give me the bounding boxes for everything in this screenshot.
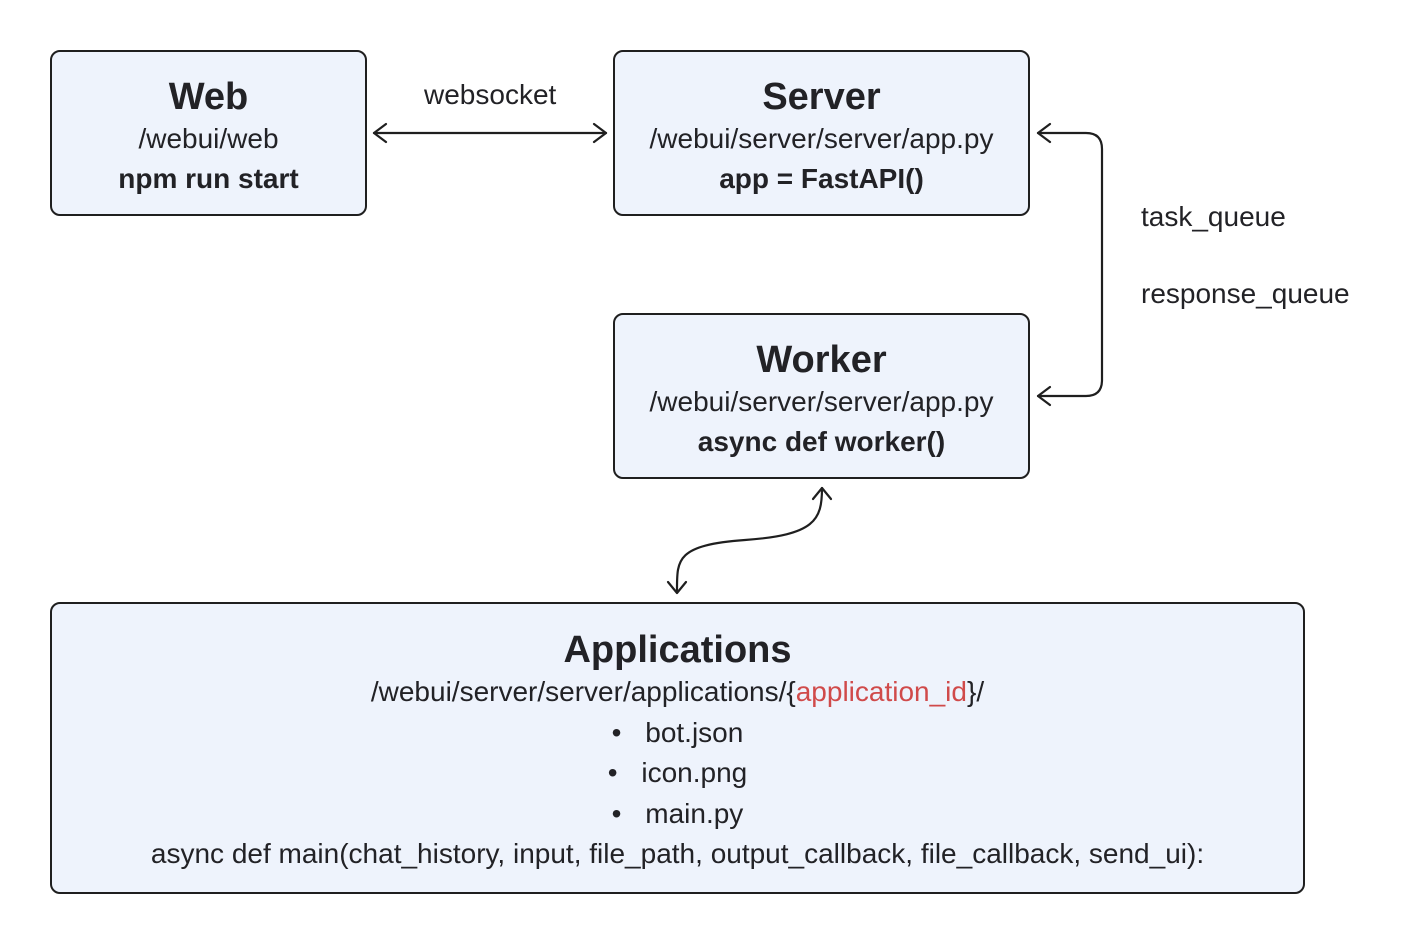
bullet-icon: • xyxy=(611,797,622,829)
web-title: Web xyxy=(168,76,249,118)
file-list-item: • bot.json xyxy=(52,713,1303,754)
applications-path-prefix: /webui/server/server/applications/{ xyxy=(370,676,796,707)
task-queue-label: task_queue xyxy=(1141,201,1286,232)
application-id-param: application_id xyxy=(795,676,967,707)
applications-path-suffix: }/ xyxy=(966,676,985,707)
worker-code: async def worker() xyxy=(697,426,946,457)
file-name: bot.json xyxy=(645,716,744,748)
main-signature: async def main(chat_history, input, file… xyxy=(150,838,1205,869)
file-list-item: • icon.png xyxy=(52,753,1303,794)
applications-title: Applications xyxy=(563,629,792,671)
file-list-item: • main.py xyxy=(52,794,1303,835)
server-node: Server /webui/server/server/app.py app =… xyxy=(613,50,1030,216)
web-command: npm run start xyxy=(118,163,299,194)
server-code: app = FastAPI() xyxy=(719,163,924,194)
file-name: main.py xyxy=(645,797,744,829)
web-path: /webui/web xyxy=(138,123,279,154)
server-title: Server xyxy=(762,76,881,118)
web-server-connector xyxy=(372,122,608,144)
applications-path: /webui/server/server/applications/{appli… xyxy=(52,672,1303,713)
web-node: Web /webui/web npm run start xyxy=(50,50,367,216)
worker-node: Worker /webui/server/server/app.py async… xyxy=(613,313,1030,479)
server-path: /webui/server/server/app.py xyxy=(649,123,994,154)
worker-path: /webui/server/server/app.py xyxy=(649,386,994,417)
worker-applications-connector xyxy=(666,486,833,595)
websocket-label: websocket xyxy=(424,79,557,110)
file-name: icon.png xyxy=(641,757,748,788)
applications-node: Applications /webui/server/server/applic… xyxy=(50,602,1305,894)
response-queue-label: response_queue xyxy=(1141,278,1350,309)
bullet-icon: • xyxy=(607,757,618,788)
bullet-icon: • xyxy=(611,716,622,748)
server-worker-connector xyxy=(1036,122,1104,407)
worker-title: Worker xyxy=(756,339,887,381)
